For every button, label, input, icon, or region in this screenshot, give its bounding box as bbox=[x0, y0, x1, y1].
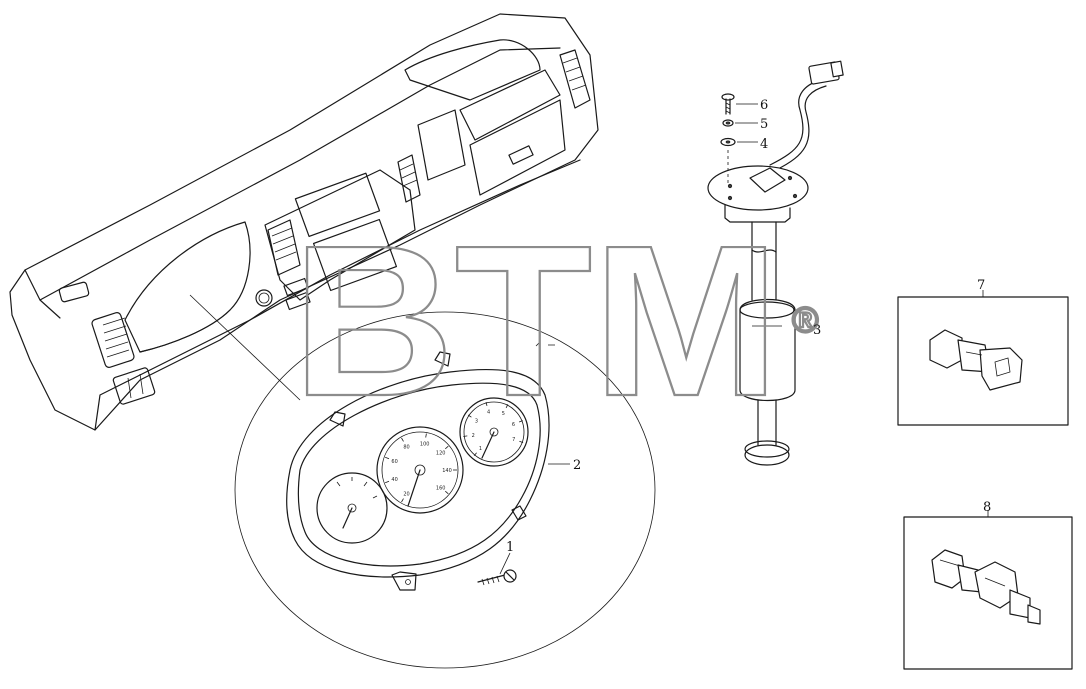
gauge-tick-label: 1 bbox=[479, 446, 482, 452]
gauge-tick-mark bbox=[519, 440, 524, 443]
callout-8: 8 bbox=[983, 500, 991, 515]
callout-7: 7 bbox=[977, 278, 985, 293]
callout-6: 6 bbox=[760, 98, 768, 113]
gauge-tick-label: 4 bbox=[487, 410, 490, 416]
cluster-screw bbox=[477, 569, 517, 586]
temperature-sensor bbox=[931, 549, 1041, 625]
callout-2: 2 bbox=[573, 458, 581, 473]
watermark-text: BTM bbox=[292, 200, 780, 441]
left-air-vent bbox=[91, 312, 135, 368]
gauge-tick-label: 20 bbox=[403, 491, 409, 497]
small-gauge-left bbox=[316, 472, 388, 544]
callout-4: 4 bbox=[760, 137, 768, 152]
gauge-tick-mark bbox=[518, 420, 523, 423]
pressure-sensor bbox=[929, 329, 1023, 391]
gauge-tick-label: 7 bbox=[512, 437, 515, 443]
instrument-cluster: 20 40 60 80 100 120 140 160 1 2 3 4 5 6 7 bbox=[286, 351, 550, 591]
gauge-tick-mark bbox=[505, 404, 509, 409]
center-stack bbox=[255, 169, 416, 311]
sender-fasteners bbox=[720, 93, 758, 184]
callout-3: 3 bbox=[813, 323, 821, 338]
glovebox bbox=[404, 39, 566, 196]
gauge-tick-mark bbox=[385, 480, 390, 484]
gauge-tick-mark bbox=[467, 414, 472, 418]
fuel-level-sender bbox=[707, 60, 844, 466]
gauge-tick-label: 5 bbox=[502, 411, 505, 417]
far-right-vent bbox=[559, 49, 591, 109]
speedometer-tick-labels: 20 40 60 80 100 120 140 160 bbox=[385, 433, 457, 503]
callout-labels: 1 2 3 4 5 6 7 8 bbox=[506, 98, 991, 555]
tachometer-tick-labels: 1 2 3 4 5 6 7 bbox=[463, 401, 524, 456]
gauge-tick-label: 3 bbox=[475, 419, 478, 425]
gauge-tick-label: 80 bbox=[403, 445, 409, 451]
gauge-tick-label: 140 bbox=[442, 468, 452, 474]
tachometer: 1 2 3 4 5 6 7 bbox=[459, 397, 529, 467]
gauge-tick-mark bbox=[401, 498, 404, 503]
callout-5: 5 bbox=[760, 117, 768, 132]
gauge-tick-mark bbox=[463, 435, 468, 437]
gauge-tick-mark bbox=[401, 437, 404, 442]
gauge-tick-label: 160 bbox=[436, 485, 446, 491]
part-7-panel bbox=[897, 290, 1069, 426]
gauge-tick-mark bbox=[473, 452, 477, 456]
gauge-tick-mark bbox=[485, 401, 488, 407]
gauge-tick-label: 6 bbox=[512, 422, 515, 428]
gauge-tick-label: 100 bbox=[420, 441, 430, 447]
detail-circle bbox=[234, 311, 656, 669]
detail-leader-line bbox=[189, 294, 301, 401]
btm-watermark: BTM ® bbox=[291, 199, 820, 442]
gauge-tick-mark bbox=[445, 445, 449, 450]
gauge-tick-mark bbox=[425, 433, 427, 438]
gauge-tick-label: 40 bbox=[391, 477, 397, 483]
speedometer: 20 40 60 80 100 120 140 160 bbox=[376, 426, 464, 514]
gauge-tick-label: 120 bbox=[436, 451, 446, 457]
right-air-vent bbox=[397, 154, 421, 203]
callout-1: 1 bbox=[506, 540, 514, 555]
part-8-panel bbox=[903, 510, 1073, 670]
leader-1 bbox=[499, 552, 511, 575]
gauge-tick-label: 60 bbox=[391, 459, 397, 465]
dashboard-assembly bbox=[9, 13, 599, 431]
watermark-registered-mark: ® bbox=[792, 299, 819, 340]
gauge-tick-label: 2 bbox=[472, 433, 475, 439]
gauge-tick-mark bbox=[385, 456, 390, 460]
gauge-tick-mark bbox=[445, 490, 449, 495]
